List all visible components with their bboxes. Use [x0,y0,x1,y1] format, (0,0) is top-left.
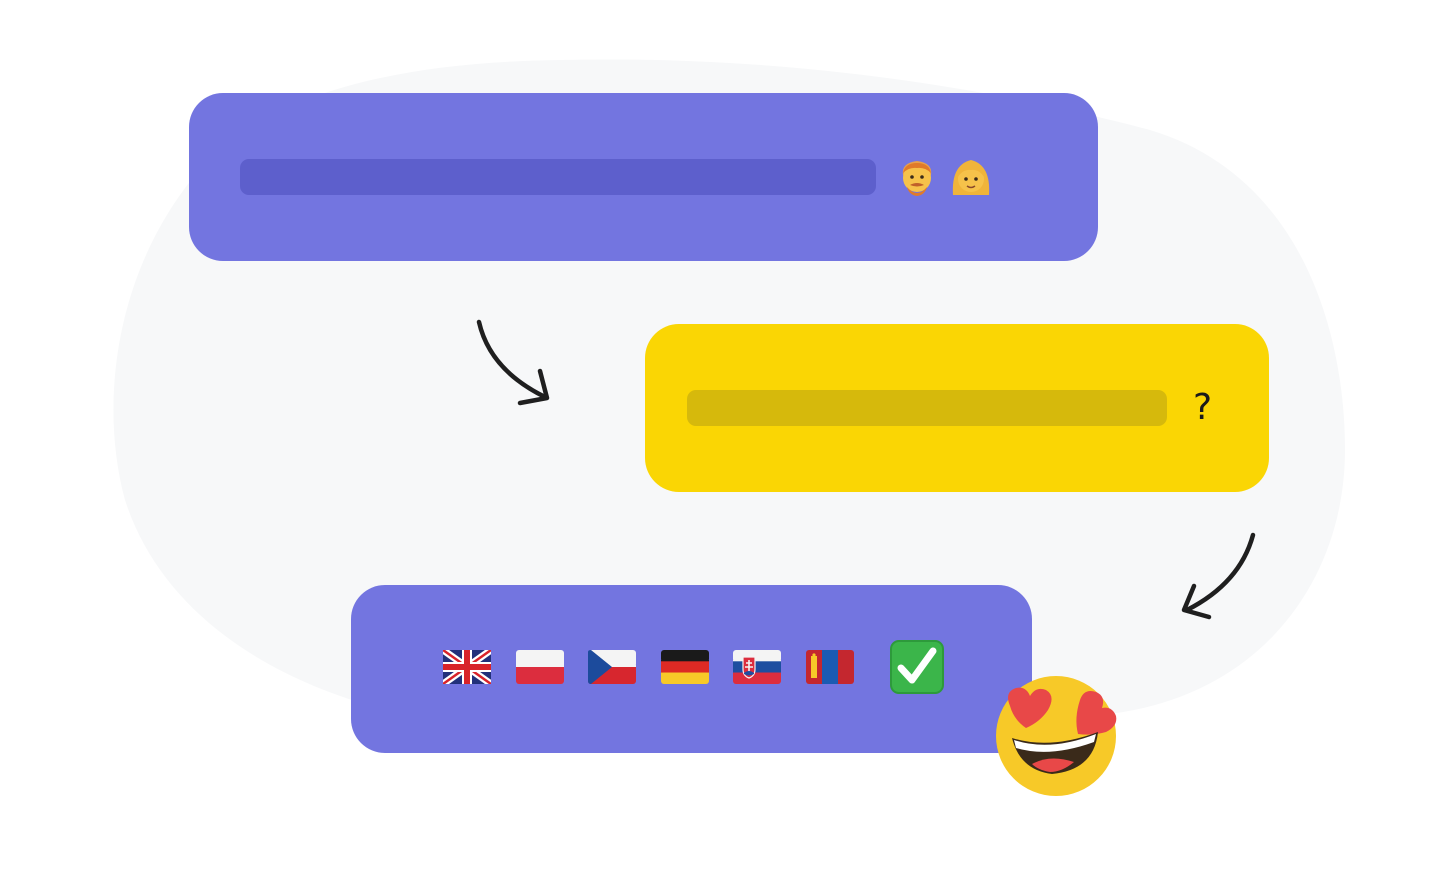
text-placeholder-bar [240,159,876,195]
translated-languages-card [351,585,1032,753]
check-mark-icon [890,640,944,694]
flag-poland-icon [516,650,564,684]
heart-eyes-smiley-icon [996,676,1117,796]
flag-uk-icon [443,650,491,684]
arrow-down-left-icon [1181,532,1256,620]
woman-avatar-icon [952,160,990,195]
flag-slovakia-icon [733,650,781,684]
arrow-down-right-icon [476,319,550,406]
text-placeholder-bar [687,390,1167,426]
source-message-card [189,93,1098,261]
question-mark: ? [1193,387,1213,428]
flag-germany-icon [661,650,709,684]
unknown-language-card: ? [645,324,1269,492]
man-avatar-icon [902,161,932,196]
flag-czechia-icon [588,650,636,684]
flag-mongolia-icon [806,650,854,684]
